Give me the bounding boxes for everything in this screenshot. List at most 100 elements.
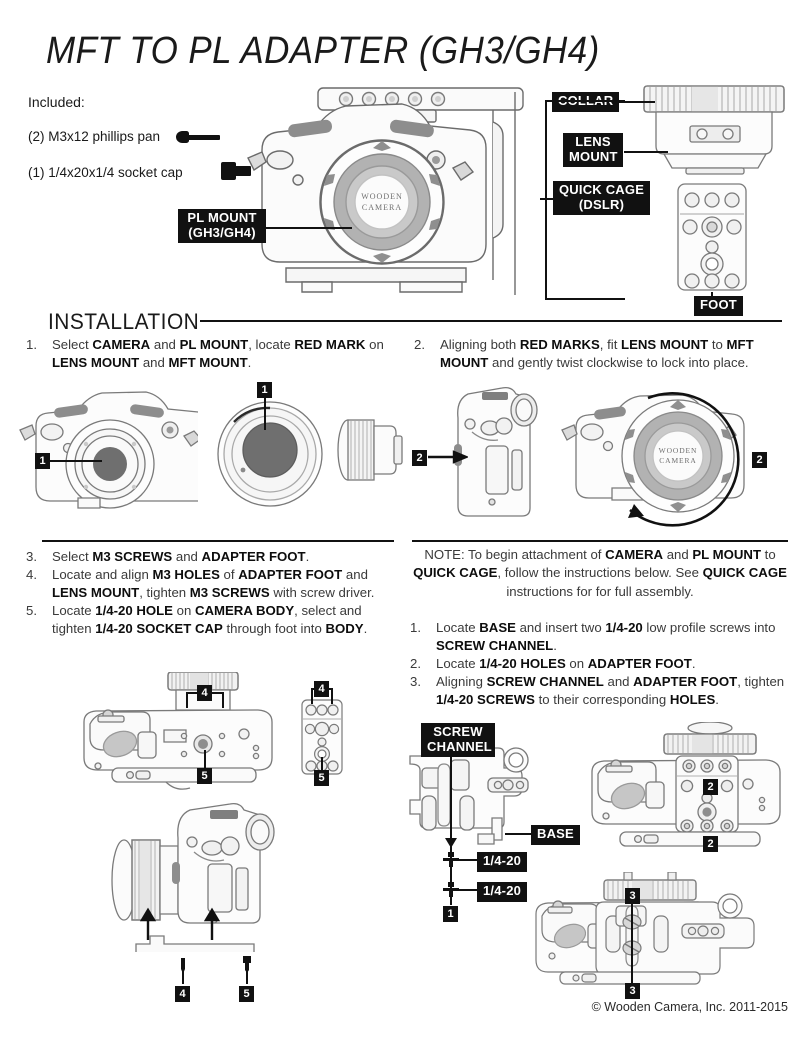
step-1-number: 1.: [26, 337, 37, 352]
step-4-text: Locate and align M3 HOLES of ADAPTER FOO…: [52, 567, 375, 601]
step-2: 2. Aligning both RED MARKS, fit LENS MOU…: [414, 336, 788, 372]
marker-2d: 2: [703, 836, 718, 852]
screw-channel-leader: [450, 745, 452, 845]
marker-5b-leader: [321, 757, 323, 773]
marker-4b-leader-l: [311, 688, 313, 704]
camera-front-illustration: [19, 391, 198, 509]
marker-1b-leader: [264, 392, 266, 430]
installation-rule: [200, 320, 782, 322]
included-item-2: (1) 1/4x20x1/4 socket cap: [28, 165, 183, 180]
camera-with-mount-illustration: WOODEN CAMERA: [561, 392, 745, 527]
adapter-foot-illustration: [677, 183, 747, 291]
pl-mount-front-illustration: [217, 401, 323, 507]
socket-cap-screw-icon: [221, 162, 251, 180]
low-profile-screw-2-icon: [443, 882, 459, 897]
svg-text:WOODEN: WOODEN: [659, 446, 698, 455]
marker-4a: 4: [197, 685, 212, 701]
callout-screw-channel: SCREW CHANNEL: [421, 723, 495, 758]
callout-quick-cage: QUICK CAGE (DSLR): [553, 181, 651, 216]
marker-5c: 5: [239, 986, 254, 1002]
lower-step-3-number: 3.: [410, 674, 421, 689]
lower-step-1: 1. Locate BASE and insert two 1/4-20 low…: [410, 619, 788, 655]
pl-mount-side-illustration: [337, 419, 403, 481]
marker-2a-arrow: [428, 450, 468, 464]
left-column-rule: [42, 540, 394, 542]
callout-base: BASE: [531, 825, 580, 845]
screw-channel-arrow: [445, 838, 457, 848]
collar-leader: [615, 101, 655, 103]
included-heading: Included:: [28, 94, 85, 110]
marker-5a: 5: [197, 768, 212, 784]
callout-quarter20-a: 1/4-20: [477, 852, 528, 872]
callout-lens-mount: LENS MOUNT: [563, 133, 623, 168]
lower-step-1-text: Locate BASE and insert two 1/4-20 low pr…: [436, 620, 776, 654]
camera-top-view-illustration: [83, 672, 273, 790]
included-item-1: (2) M3x12 phillips pan: [28, 129, 161, 144]
step-2-number: 2.: [414, 337, 425, 352]
step-1-text: Select CAMERA and PL MOUNT, locate RED M…: [52, 337, 384, 371]
right-column-rule: [412, 540, 788, 542]
marker-1b: 1: [257, 382, 272, 398]
quick-cage-leader-h1: [545, 100, 625, 102]
marker-3a-leader: [631, 897, 633, 993]
page-title: MFT TO PL ADAPTER (GH3/GH4): [46, 30, 600, 72]
note-block: NOTE: To begin attachment of CAMERA and …: [413, 547, 787, 599]
base-leader: [505, 833, 533, 835]
callout-quarter20-b: 1/4-20: [477, 882, 528, 902]
lens-mount-illustration: [643, 85, 785, 175]
quick-cage-leader-h2: [545, 298, 625, 300]
base-plate-illustration: [409, 747, 529, 845]
logo-line-1: WOODEN: [361, 192, 403, 201]
step-5-number: 5.: [26, 603, 37, 618]
step-3: 3. Select M3 SCREWS and ADAPTER FOOT.: [26, 548, 398, 566]
step-3-number: 3.: [26, 549, 37, 564]
installation-heading: INSTALLATION: [48, 309, 200, 334]
marker-5b: 5: [314, 770, 329, 786]
adapter-foot-small-illustration: [301, 699, 343, 775]
svg-text:CAMERA: CAMERA: [659, 456, 697, 465]
pl-mount-leader: [262, 227, 352, 229]
marker-5c-leader: [246, 962, 248, 984]
copyright-text: © Wooden Camera, Inc. 2011-2015: [591, 1000, 788, 1014]
lower-step-2: 2. Locate 1/4-20 HOLES on ADAPTER FOOT.: [410, 655, 788, 673]
lower-step-3: 3. Aligning SCREW CHANNEL and ADAPTER FO…: [410, 673, 788, 709]
quick-cage-leader-h3: [540, 198, 558, 200]
callout-pl-mount: PL MOUNT (GH3/GH4): [178, 209, 266, 244]
quarter20-b-leader: [457, 889, 477, 891]
step-3-text: Select M3 SCREWS and ADAPTER FOOT.: [52, 549, 310, 564]
marker-4b-leader-r: [331, 688, 333, 704]
quarter20-a-leader: [457, 859, 477, 861]
low-profile-screw-1-icon: [443, 852, 459, 867]
step-2-text: Aligning both RED MARKS, fit LENS MOUNT …: [440, 337, 754, 371]
step-4-number: 4.: [26, 567, 37, 582]
lens-mount-leader: [624, 151, 668, 153]
marker-2a: 2: [412, 450, 427, 466]
marker-3b: 3: [625, 983, 640, 999]
logo-line-2: CAMERA: [362, 203, 402, 212]
marker-2b: 2: [752, 452, 767, 468]
camera-quick-cage-illustration: WOODEN CAMERA: [247, 87, 524, 295]
marker-1a-leader: [50, 460, 102, 462]
callout-foot: FOOT: [694, 296, 743, 316]
quick-cage-leader-v: [545, 100, 547, 300]
assembled-base-illustration: [535, 872, 755, 985]
step-5-text: Locate 1/4-20 HOLE on CAMERA BODY, selec…: [52, 603, 368, 637]
marker-2c: 2: [703, 779, 718, 795]
marker-4a-leader-l: [186, 692, 188, 708]
lower-step-1-number: 1.: [410, 620, 421, 635]
screw-stack-leader: [450, 845, 452, 905]
screw-4c-icon: [181, 958, 185, 974]
marker-1a: 1: [35, 453, 50, 469]
screw-5c-icon: [243, 956, 251, 973]
marker-4c: 4: [175, 986, 190, 1002]
camera-side-foot-illustration: [111, 802, 275, 952]
step-5: 5. Locate 1/4-20 HOLE on CAMERA BODY, se…: [26, 602, 398, 638]
phillips-pan-screw-icon: [176, 131, 220, 143]
step-4: 4. Locate and align M3 HOLES of ADAPTER …: [26, 566, 398, 602]
step-1: 1. Select CAMERA and PL MOUNT, locate RE…: [26, 336, 394, 372]
camera-foot-top-illustration: [591, 722, 781, 847]
lower-step-2-text: Locate 1/4-20 HOLES on ADAPTER FOOT.: [436, 656, 696, 671]
marker-3a: 3: [625, 888, 640, 904]
marker-4a-leader-r: [222, 692, 224, 708]
